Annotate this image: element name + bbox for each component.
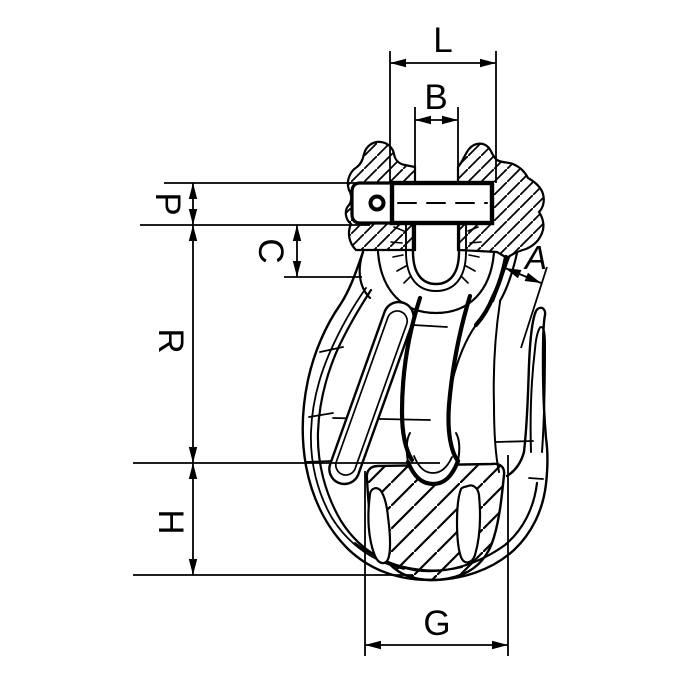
chain-slot — [328, 300, 415, 486]
hook-body — [301, 250, 549, 582]
dimension-label-C: C — [251, 238, 290, 263]
hook-inner-rim — [316, 288, 539, 573]
eye-hole — [411, 223, 461, 286]
saddle-bulb-fill — [407, 424, 459, 485]
nose-top-bold-edge — [473, 254, 509, 328]
saddle-bulb-inner-arc — [413, 455, 453, 474]
cotter-pin-hole — [368, 194, 386, 212]
dimension-label-G: G — [423, 604, 450, 643]
clevis-right-ear-section — [456, 142, 545, 260]
bridge-lines — [305, 324, 544, 480]
eye-hole-form-line — [405, 224, 467, 292]
ext-line-A-right — [520, 266, 548, 349]
hook-outline-parallel — [310, 287, 405, 570]
eye-bow-arc — [376, 250, 496, 315]
eye-right-edge — [498, 251, 519, 303]
eye-fan-lines — [390, 226, 482, 284]
chain-slot-outer — [328, 300, 415, 486]
cradle-right-notch — [455, 484, 482, 564]
dimension-label-B: B — [424, 78, 447, 117]
hook-outer-outline — [301, 250, 549, 582]
nose-left-bold-edge — [399, 295, 423, 463]
dimension-label-A: A — [523, 239, 547, 276]
nose-right-bold-edge — [446, 293, 473, 464]
saddle-bulb-bold-bottom — [405, 458, 461, 487]
dimension-arrowheads — [188, 58, 541, 650]
dimension-label-R: R — [151, 328, 190, 353]
throat-curve — [451, 324, 477, 383]
nose-band — [399, 254, 509, 487]
chain-slot-inner — [334, 310, 409, 476]
eye-left-edge — [358, 250, 372, 300]
cradle-left-notch — [367, 487, 392, 565]
cradle-section — [365, 462, 506, 582]
nose-right-face — [492, 301, 501, 473]
dimension-label-H: H — [151, 509, 190, 534]
hook-tip-inner — [529, 325, 547, 453]
ext-line-A-left — [492, 254, 511, 303]
dimension-label-P: P — [148, 192, 187, 215]
clevis-head — [344, 140, 545, 292]
dimension-label-L: L — [433, 21, 452, 60]
dimension-labels: L B P C R H G A — [148, 21, 547, 643]
